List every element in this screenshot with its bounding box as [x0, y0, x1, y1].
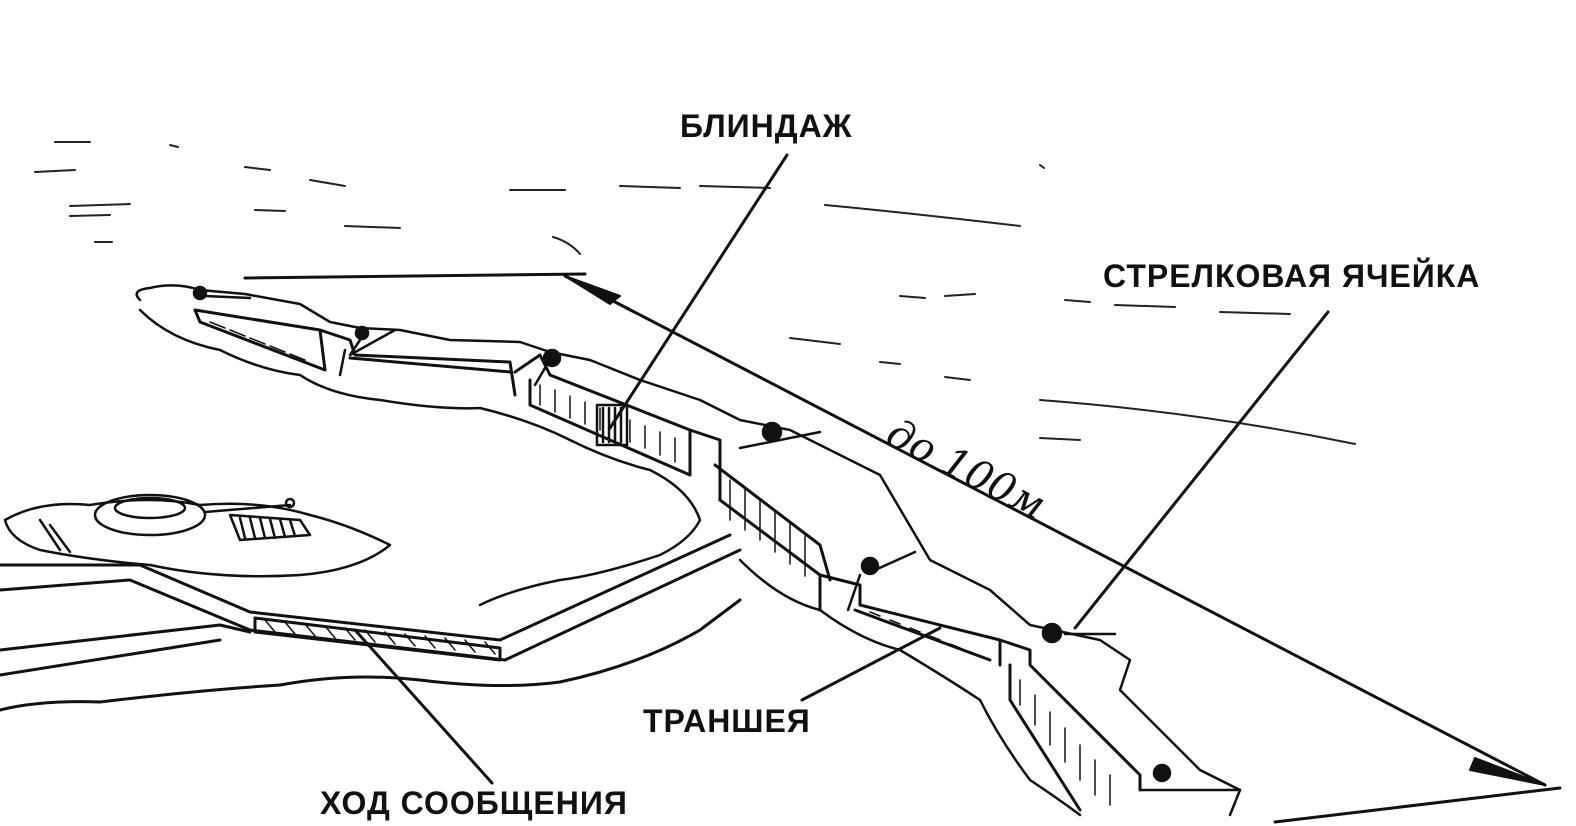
leader-lines [353, 153, 1330, 785]
arrow-head-lower [1469, 757, 1546, 786]
label-dugout: БЛИНДАЖ [680, 108, 853, 144]
soldier-4 [761, 421, 783, 443]
distance-arrow-heads [564, 275, 1546, 786]
label-communication-passage: ХОД СООБЩЕНИЯ [320, 785, 628, 821]
soldier-7 [1152, 763, 1172, 783]
tank [3, 493, 392, 578]
soldiers [192, 285, 1242, 792]
main-trench [193, 308, 1142, 812]
leader-passage [353, 628, 494, 785]
leader-trench [800, 626, 942, 702]
arrow-head-upper [564, 275, 621, 305]
wall-hatching [209, 321, 1111, 806]
label-trench: ТРАНШЕЯ [643, 703, 811, 739]
label-rifle-cell: СТРЕЛКОВАЯ ЯЧЕЙКА [1103, 258, 1481, 294]
soldier-6 [1041, 622, 1063, 644]
leader-dugout [608, 153, 789, 430]
soldier-2 [354, 325, 370, 341]
soldier-1 [192, 285, 208, 301]
passage-hatching [264, 619, 496, 655]
soldier-5 [860, 556, 880, 576]
distance-measure [243, 272, 1562, 824]
soldier-3 [542, 348, 562, 368]
ground-hatching [34, 141, 1356, 445]
communication-passage [0, 533, 742, 712]
trench-parapet [135, 284, 1242, 817]
dugout-structure [595, 403, 629, 447]
leader-rifle-cell [1073, 310, 1330, 630]
